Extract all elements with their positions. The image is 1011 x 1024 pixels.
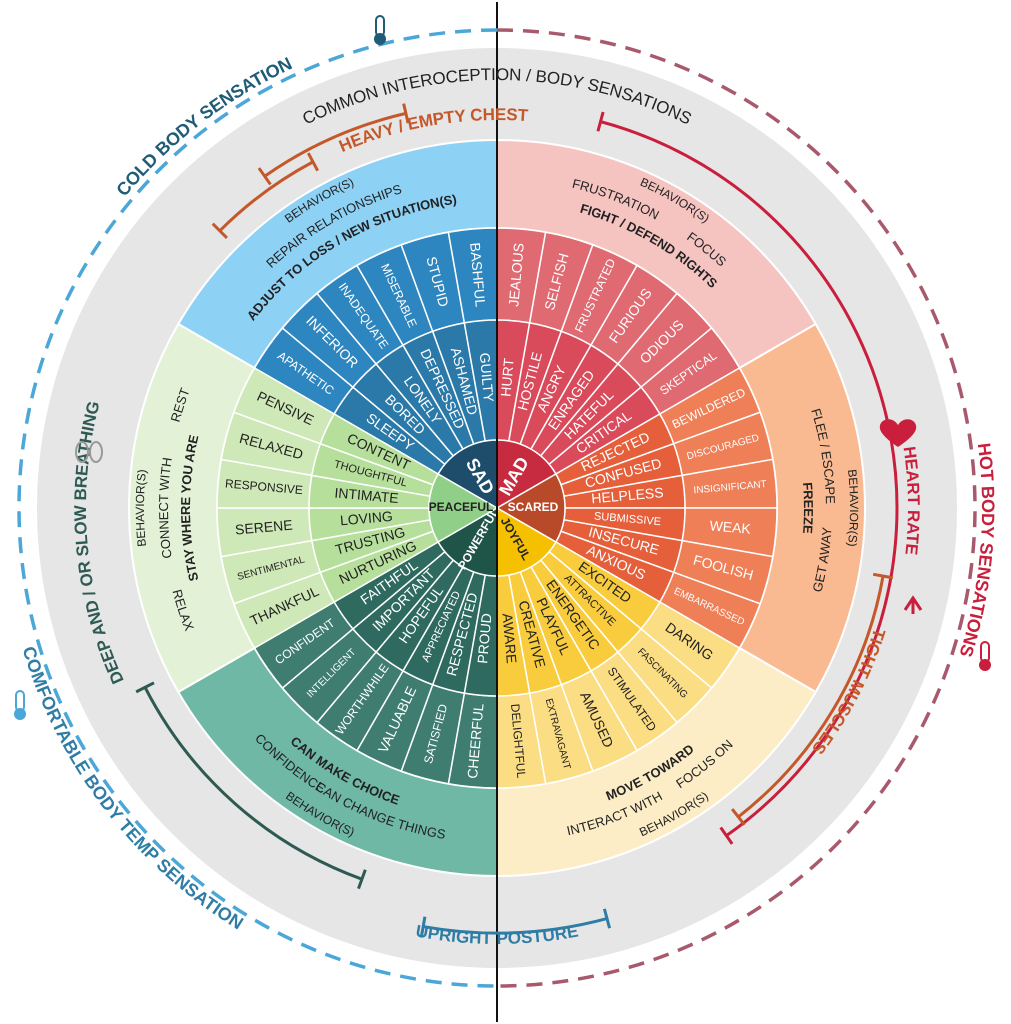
heavy-bracket-tick — [306, 152, 319, 172]
core-joyful — [496, 506, 557, 577]
behavior-tag-peaceful: BEHAVIOR(S) — [133, 469, 149, 548]
behavior-heading-scared: FREEZE — [800, 482, 816, 535]
outer-word-sad: BASHFUL — [467, 242, 489, 308]
muscles-bracket-tick — [872, 572, 894, 580]
core-peaceful — [428, 472, 499, 544]
heart-icon — [879, 419, 917, 447]
outer-word-powerful: CHEERFUL — [464, 703, 487, 780]
thermometer-icon — [14, 690, 26, 720]
core-mad — [496, 439, 557, 510]
mid-word-joyful: AWARE — [500, 613, 520, 665]
core-label-peaceful: PEACEFUL — [429, 500, 494, 514]
core-scared — [495, 472, 566, 544]
behavior-line-peaceful: CONNECT WITH — [156, 457, 175, 560]
posture-bracket-tick — [419, 916, 427, 937]
outer-word-joyful: DELIGHTFUL — [508, 703, 528, 779]
hot-label: HOT BODY SENSATIONS — [956, 442, 999, 660]
heavy-bracket-tick — [211, 222, 228, 239]
breathing-bracket — [143, 686, 363, 881]
mid-word-mad: HURT — [497, 357, 516, 397]
posture-bracket — [422, 917, 608, 935]
hot-dash-ring — [496, 28, 977, 988]
thermometer-icon — [374, 15, 386, 45]
muscles-bracket — [737, 575, 885, 819]
mid-word-scared: HELPLESS — [591, 484, 664, 506]
wheel-rings — [37, 48, 957, 968]
outer-word-mad: JEALOUS — [505, 242, 527, 307]
outer-word-scared: WEAK — [709, 517, 752, 537]
heavy-bracket-top-tick — [257, 167, 272, 186]
core-label-scared: SCARED — [508, 500, 559, 514]
outer-word-peaceful: RESPONSIVE — [224, 476, 303, 497]
heavy-bracket — [218, 160, 314, 232]
heavy-bracket-top-tick — [402, 103, 410, 124]
cold-dash-ring — [17, 28, 498, 988]
breathing-bracket-tick — [135, 681, 155, 694]
mid-word-scared: SUBMISSIVE — [593, 510, 661, 528]
behavior-tag-scared: BEHAVIOR(S) — [845, 469, 861, 548]
mid-word-powerful: PROUD — [474, 613, 494, 665]
muscles-bracket-tick — [731, 808, 746, 826]
arrow-up-icon — [903, 595, 923, 614]
breathing-bracket-tick — [357, 869, 367, 890]
mid-word-peaceful: INTIMATE — [334, 485, 399, 507]
heavy-bracket-top — [263, 111, 407, 178]
heart-bracket-tick — [719, 826, 734, 845]
mid-word-sad: GUILTY — [477, 352, 497, 403]
mid-word-peaceful: LOVING — [339, 508, 393, 529]
core-sad — [437, 439, 498, 510]
outer-word-peaceful: SERENE — [234, 517, 293, 538]
thermometer-icon — [979, 641, 991, 671]
lungs-icon — [75, 441, 103, 463]
heart-bracket-tick — [596, 111, 605, 132]
posture-bracket-tick — [602, 908, 612, 929]
heart-rate-label: HEART RATE — [899, 445, 922, 556]
core-powerful — [437, 506, 498, 577]
